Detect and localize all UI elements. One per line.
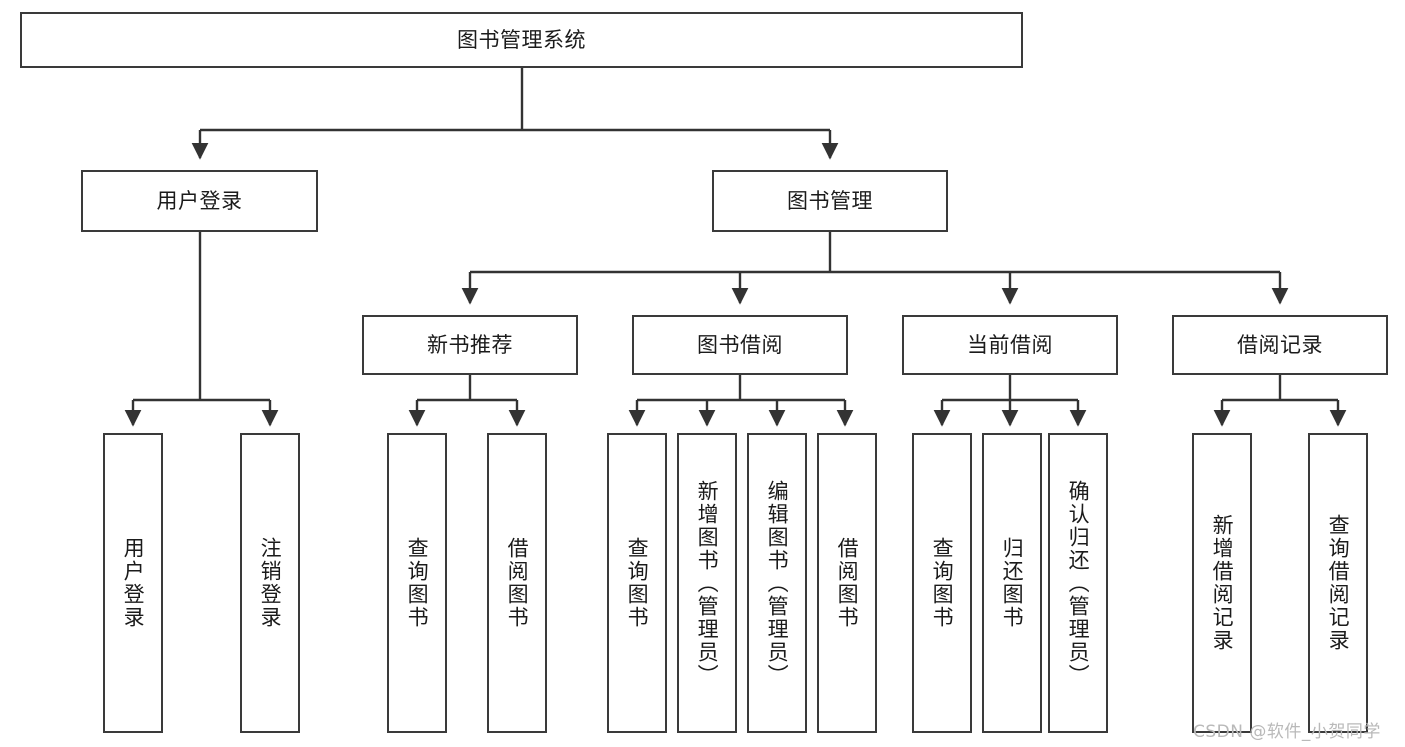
node-book-manage-label: 图书管理 <box>787 188 873 213</box>
node-leaf-query-book-1-label: 查询图书 <box>405 537 430 629</box>
node-leaf-edit-book[interactable]: 编辑图书（管理员） <box>747 433 807 733</box>
node-leaf-add-book-label: 新增图书（管理员） <box>695 479 720 687</box>
node-borrow-record-label: 借阅记录 <box>1237 332 1323 357</box>
node-leaf-user-login[interactable]: 用户登录 <box>103 433 163 733</box>
node-leaf-add-borrow-record-label: 新增借阅记录 <box>1210 514 1235 652</box>
node-leaf-return-book-label: 归还图书 <box>1000 537 1025 629</box>
node-leaf-return-book[interactable]: 归还图书 <box>982 433 1042 733</box>
node-user-login-label: 用户登录 <box>156 188 243 213</box>
node-root[interactable]: 图书管理系统 <box>20 12 1023 68</box>
node-leaf-query-borrow-record-label: 查询借阅记录 <box>1326 514 1351 652</box>
node-leaf-query-borrow-record[interactable]: 查询借阅记录 <box>1308 433 1368 733</box>
node-leaf-add-book[interactable]: 新增图书（管理员） <box>677 433 737 733</box>
node-leaf-borrow-book-2[interactable]: 借阅图书 <box>817 433 877 733</box>
node-leaf-confirm-return-label: 确认归还（管理员） <box>1066 479 1091 687</box>
node-leaf-borrow-book-1-label: 借阅图书 <box>505 537 530 629</box>
csdn-watermark: CSDN @软件_小贺同学 <box>1193 722 1381 742</box>
node-leaf-query-book-2-label: 查询图书 <box>625 537 650 629</box>
node-borrow-record[interactable]: 借阅记录 <box>1172 315 1388 375</box>
node-current-borrow[interactable]: 当前借阅 <box>902 315 1118 375</box>
node-book-manage[interactable]: 图书管理 <box>712 170 948 232</box>
node-leaf-logout-login-label: 注销登录 <box>258 537 283 629</box>
node-current-borrow-label: 当前借阅 <box>967 332 1053 357</box>
node-book-borrow[interactable]: 图书借阅 <box>632 315 848 375</box>
node-leaf-borrow-book-2-label: 借阅图书 <box>835 537 860 629</box>
node-leaf-logout-login[interactable]: 注销登录 <box>240 433 300 733</box>
node-leaf-add-borrow-record[interactable]: 新增借阅记录 <box>1192 433 1252 733</box>
node-leaf-query-book-1[interactable]: 查询图书 <box>387 433 447 733</box>
node-new-book-recommend-label: 新书推荐 <box>427 332 513 357</box>
node-leaf-query-book-3[interactable]: 查询图书 <box>912 433 972 733</box>
node-leaf-user-login-label: 用户登录 <box>121 537 146 629</box>
node-root-label: 图书管理系统 <box>457 27 586 52</box>
node-user-login[interactable]: 用户登录 <box>81 170 318 232</box>
node-leaf-query-book-3-label: 查询图书 <box>930 537 955 629</box>
node-leaf-query-book-2[interactable]: 查询图书 <box>607 433 667 733</box>
node-new-book-recommend[interactable]: 新书推荐 <box>362 315 578 375</box>
node-leaf-confirm-return[interactable]: 确认归还（管理员） <box>1048 433 1108 733</box>
node-leaf-borrow-book-1[interactable]: 借阅图书 <box>487 433 547 733</box>
node-book-borrow-label: 图书借阅 <box>697 332 783 357</box>
node-leaf-edit-book-label: 编辑图书（管理员） <box>765 479 790 687</box>
